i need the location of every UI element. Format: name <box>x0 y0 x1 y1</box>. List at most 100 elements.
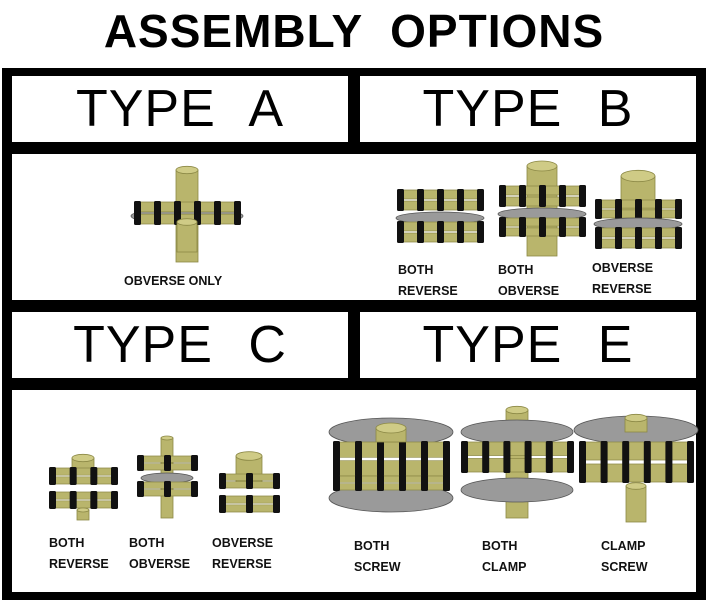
assembly-illustration <box>395 189 485 243</box>
type-c-caption-obverse-reverse: OBVERSE REVERSE <box>212 533 273 575</box>
type-a-header-panel: TYPE A <box>12 76 348 142</box>
chain-roller <box>559 217 566 237</box>
chain-link <box>51 500 115 509</box>
type-b-obverse-reverse-diagram <box>593 169 683 249</box>
chain-roller <box>499 217 506 237</box>
chain-roller <box>246 473 253 489</box>
page-title: ASSEMBLY OPTIONS <box>103 5 605 57</box>
chain-roller <box>635 227 642 249</box>
assembly-illustration <box>460 405 574 519</box>
chain-roller <box>399 475 406 491</box>
hub-top <box>624 413 648 423</box>
chain-roller <box>421 475 428 491</box>
type-e-both-clamp-diagram <box>460 405 574 519</box>
chain-roller <box>675 199 682 219</box>
assembly-illustration <box>573 413 699 523</box>
type-b-caption-both-reverse: BOTH REVERSE <box>398 260 458 302</box>
chain-roller <box>443 475 450 491</box>
type-b-both-obverse-diagram <box>497 160 587 257</box>
chain-roller <box>437 221 444 243</box>
chain-roller <box>417 221 424 243</box>
caption-line: REVERSE <box>592 282 652 296</box>
chain-roller <box>273 473 280 489</box>
type-b-both-reverse-diagram <box>395 189 485 243</box>
chain-roller <box>397 189 404 211</box>
row-1-content-panel: OBVERSE ONLY BOTH REVERSE BOTH OBVERSE O… <box>12 154 696 300</box>
chain-roller <box>457 189 464 211</box>
caption-line: BOTH <box>398 263 434 277</box>
chain-roller <box>477 221 484 243</box>
chain-roller <box>482 441 490 473</box>
chain-roller <box>539 217 546 237</box>
chain-link <box>335 441 447 458</box>
chain-roller <box>595 199 602 219</box>
hub-body <box>625 485 647 523</box>
assembly-illustration <box>328 417 454 513</box>
side-plate <box>460 419 574 445</box>
chain-roller <box>687 441 694 483</box>
assembly-illustration <box>219 451 280 513</box>
chain-roller <box>49 491 56 509</box>
type-c-both-obverse-diagram <box>137 435 198 519</box>
chain-roller <box>333 441 340 477</box>
chain-roller <box>191 455 198 471</box>
options-frame: TYPE A TYPE B OBVERSE ONLY BOTH REVERSE … <box>2 68 706 600</box>
chain-roller <box>615 227 622 249</box>
chain-roller <box>579 217 586 237</box>
assembly-illustration <box>49 453 118 521</box>
chain-roller <box>377 475 384 491</box>
chain-roller <box>461 441 468 473</box>
chain-link <box>463 458 571 473</box>
type-a-caption: OBVERSE ONLY <box>124 271 222 292</box>
chain-roller <box>273 495 280 513</box>
hub-top <box>375 422 407 434</box>
chain-roller <box>615 199 622 219</box>
type-b-header: TYPE B <box>422 80 634 138</box>
type-e-caption-both-clamp: BOTH CLAMP <box>482 536 526 578</box>
chain-roller <box>111 467 118 485</box>
chain-roller <box>579 441 586 483</box>
side-plate <box>460 477 574 503</box>
caption-line: BOTH <box>498 263 534 277</box>
chain-roller <box>399 441 406 477</box>
type-c-header-panel: TYPE C <box>12 312 348 378</box>
type-e-caption-clamp-screw: CLAMP SCREW <box>601 536 648 578</box>
chain-roller <box>655 199 662 219</box>
caption-line: OBVERSE <box>129 557 191 571</box>
chain-roller <box>69 467 77 485</box>
chain-roller <box>503 441 511 473</box>
chain-roller <box>567 441 574 473</box>
row-2-content-panel: BOTH REVERSE BOTH OBVERSE OBVERSE REVERS… <box>12 390 699 592</box>
chain-roller <box>137 481 144 497</box>
chain-roller <box>622 441 630 483</box>
chain-roller <box>499 185 506 207</box>
type-a-obverse-only-diagram <box>130 165 244 263</box>
caption-line: OBVERSE <box>498 284 560 298</box>
caption-line: REVERSE <box>49 557 109 571</box>
hub-top <box>175 165 199 175</box>
chain-link <box>51 467 115 476</box>
caption-line: CLAMP <box>482 560 527 574</box>
chain-roller <box>219 473 226 489</box>
chain-roller <box>246 495 253 513</box>
chain-roller <box>437 189 444 211</box>
chain-roller <box>90 467 98 485</box>
chain-roller <box>164 455 171 471</box>
caption-line: CLAMP <box>601 539 646 553</box>
chain-roller <box>519 217 526 237</box>
hub-top <box>176 218 198 226</box>
type-e-header: TYPE E <box>422 316 634 374</box>
type-c-caption-both-reverse: BOTH REVERSE <box>49 533 109 575</box>
hub-top <box>71 453 95 463</box>
hub-top <box>625 482 647 490</box>
caption-line: BOTH <box>49 536 85 550</box>
chain-roller <box>457 221 464 243</box>
assembly-illustration <box>497 160 587 257</box>
type-b-caption-obverse-reverse: OBVERSE REVERSE <box>592 258 653 300</box>
chain-roller <box>665 441 673 483</box>
type-c-both-reverse-diagram <box>49 453 118 521</box>
chain-roller <box>421 441 428 477</box>
chain-roller <box>191 481 198 497</box>
chain-roller <box>675 227 682 249</box>
hub-top <box>76 507 90 513</box>
